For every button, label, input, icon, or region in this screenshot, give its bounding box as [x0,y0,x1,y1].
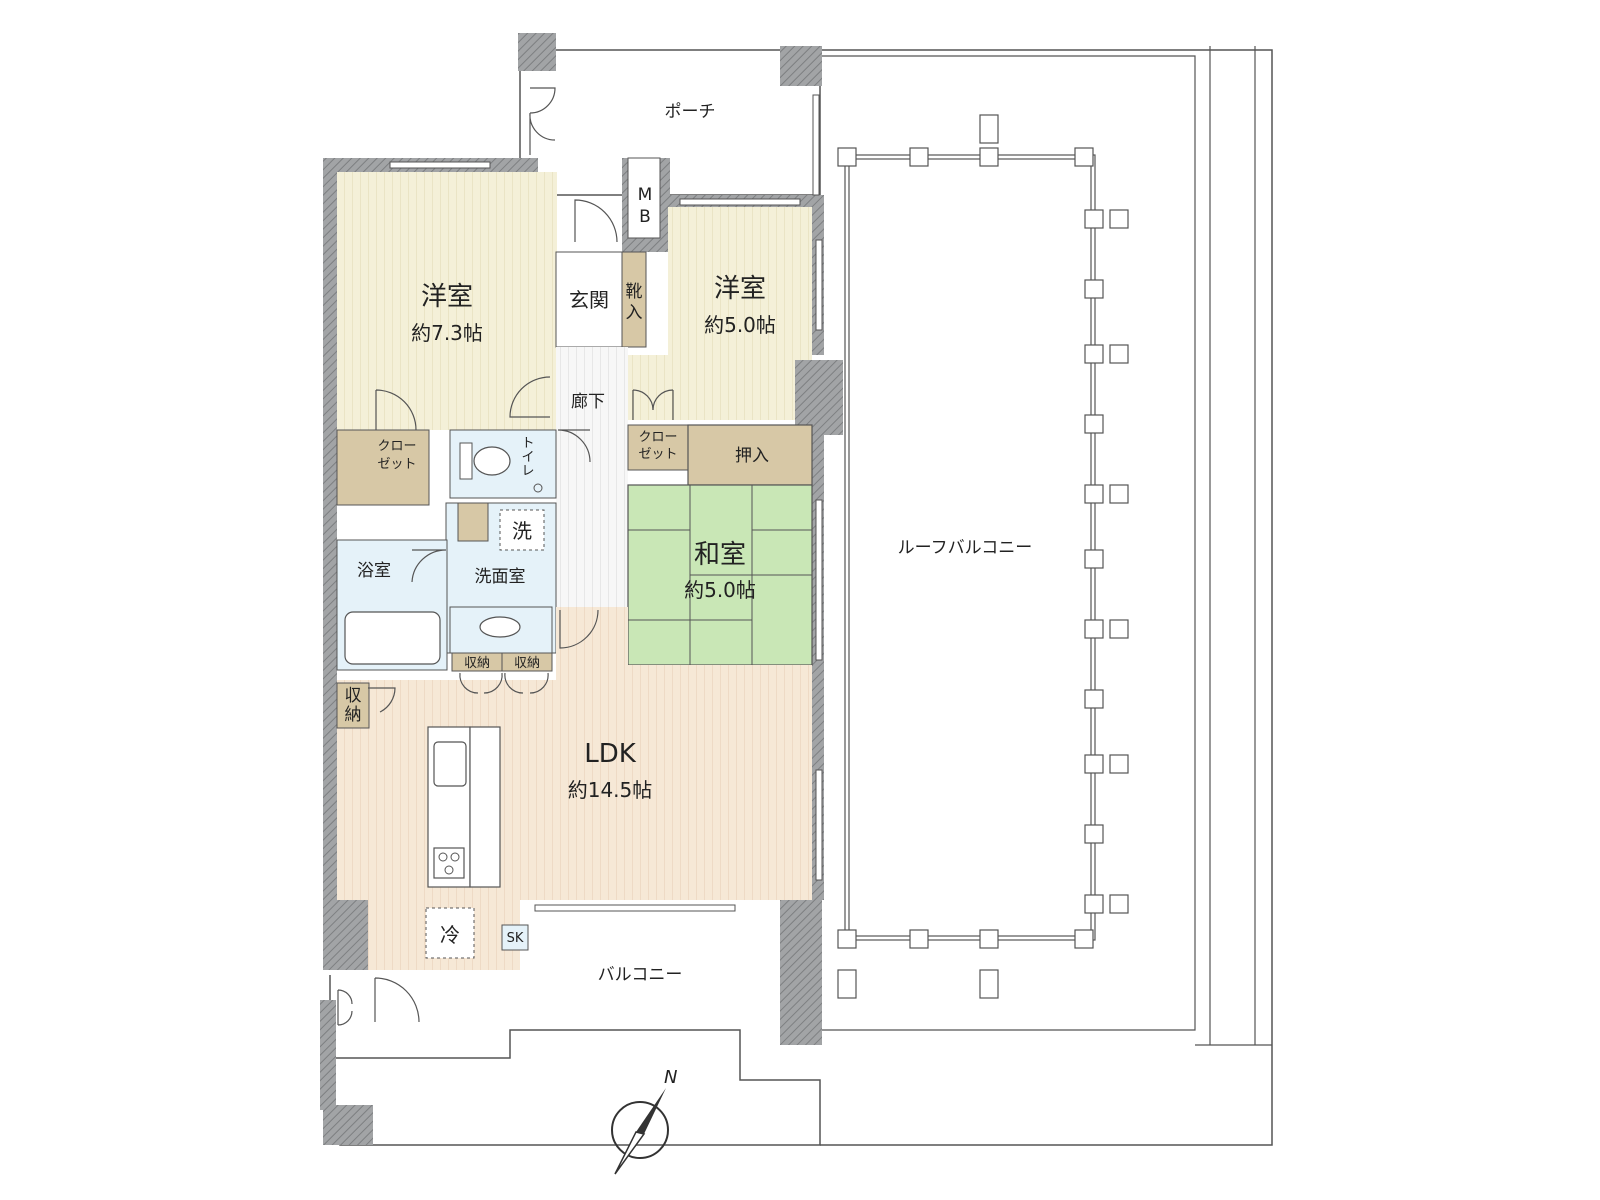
japanese-room-area: 約5.0帖 [684,578,756,602]
washroom-label: 洗面室 [475,567,526,587]
windows [389,94,823,912]
bedroom-2-area: 約5.0帖 [704,313,776,337]
toilet-label-1: ト [521,436,534,451]
meter-box-label-2: B [639,207,651,227]
roof-balcony-label: ルーフバルコニー [898,538,1033,558]
closet-2-label-1: クロー [638,430,677,445]
storage-small-pair [451,652,553,672]
pergola-frame [837,114,1129,999]
ldk-name: LDK [584,739,637,769]
bedroom-1-area: 約7.3帖 [411,321,483,345]
compass: N [611,1067,677,1175]
hallway-label: 廊下 [571,392,605,412]
room-washroom [445,502,557,654]
room-toilet [449,429,557,499]
porch-label: ポーチ [665,102,716,122]
room-bath [336,539,448,671]
bath-label: 浴室 [357,561,391,581]
toilet-label-2: イ [521,450,534,465]
roof-balcony-area [820,46,1273,1146]
room-bedroom-1 [337,172,557,430]
doors [337,87,674,1026]
fridge-label: 冷 [440,923,460,947]
washer-label: 洗 [512,519,532,543]
entrance-label: 玄関 [569,288,609,312]
storage-small-label-1: 収納 [464,656,490,671]
storage-left-label-1: 収 [345,686,362,706]
bedroom-2-name: 洋室 [714,274,766,304]
closet-2-label-2: ゼット [638,447,677,462]
room-bedroom-2 [628,207,812,420]
balcony-area [329,975,821,1146]
room-japanese [627,484,813,666]
shoe-closet-label-2: 入 [626,303,643,323]
room-entrance [555,157,661,348]
japanese-room-name: 和室 [694,540,746,570]
room-hallway [556,347,628,607]
sk-label: SK [507,931,524,946]
shoe-closet-label-1: 靴 [626,282,643,302]
ldk-area: 約14.5帖 [568,778,653,802]
closet-1-label-2: ゼット [377,457,416,472]
labels: ポーチ M B 洋室 約7.3帖 洋室 約5.0帖 玄関 靴 入 廊下 クロー … [345,102,1033,985]
compass-north-label: N [664,1067,677,1088]
balcony-label: バルコニー [598,965,683,985]
closet-1-label-1: クロー [377,439,416,454]
toilet-label-3: レ [521,464,534,479]
bedroom-1-name: 洋室 [421,282,473,312]
storage-left-label-2: 納 [345,705,362,725]
oshiire-label: 押入 [735,446,769,466]
closet-areas [336,424,813,506]
room-ldk [336,607,812,970]
meter-box-label-1: M [638,185,653,205]
storage-small-label-2: 収納 [514,656,540,671]
